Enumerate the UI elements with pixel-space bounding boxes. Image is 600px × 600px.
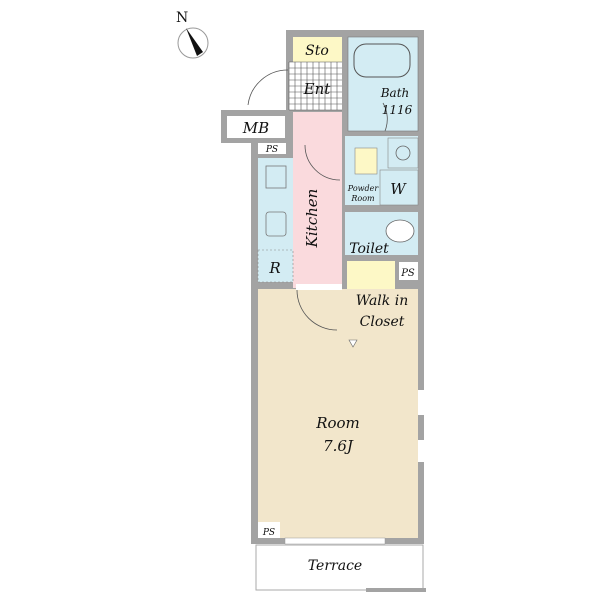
terrace-area xyxy=(255,544,424,591)
window xyxy=(418,440,424,462)
bathtub-icon xyxy=(353,43,411,78)
washer-space xyxy=(379,169,419,206)
north-label: N xyxy=(176,10,188,26)
entrance xyxy=(288,61,342,111)
powder-cabinet xyxy=(354,147,378,175)
terrace-label: Terrace xyxy=(308,558,362,574)
stove-icon xyxy=(265,211,287,237)
washbasin-icon xyxy=(395,145,411,161)
kitchen-label: Kitchen xyxy=(303,189,321,249)
pipe-space-label: PS xyxy=(265,145,278,155)
north-arrow-icon xyxy=(186,28,203,56)
bath xyxy=(347,36,419,132)
room-size: 7.6J xyxy=(323,437,354,455)
entrance-label: Ent xyxy=(303,80,332,98)
pipe-space xyxy=(258,522,280,538)
bath-label: Bath xyxy=(380,86,410,100)
doorway xyxy=(296,284,342,290)
room xyxy=(258,289,418,538)
storage xyxy=(293,37,342,62)
pipe-space-label: PS xyxy=(400,268,415,279)
sink-icon xyxy=(265,165,287,189)
terrace-rail xyxy=(366,588,426,592)
washer-label: W xyxy=(390,180,407,198)
terrace-window[interactable] xyxy=(284,537,386,545)
washbasin xyxy=(387,137,419,169)
pipe-space xyxy=(258,143,286,154)
kitchen-counter xyxy=(258,158,293,250)
window xyxy=(418,390,424,415)
pipe-space xyxy=(399,262,418,280)
pipe-space-label: PS xyxy=(262,528,275,538)
powder-room-label-2: Room xyxy=(350,194,375,203)
powder-room-label: Powder xyxy=(347,184,380,193)
storage-label: Sto xyxy=(305,43,329,59)
meter-box-label: MB xyxy=(242,119,269,137)
refrigerator-space xyxy=(257,249,294,283)
toilet-icon xyxy=(385,219,415,243)
closet-label: Walk in xyxy=(356,293,408,309)
meter-box xyxy=(227,116,285,138)
compass: N xyxy=(176,10,209,59)
door-swings xyxy=(247,69,388,331)
closet-door-icon xyxy=(348,339,358,348)
compass-circle xyxy=(177,27,209,59)
closet-label-2: Closet xyxy=(360,314,405,330)
bath-size: 1116 xyxy=(382,103,413,117)
toilet-label: Toilet xyxy=(349,241,389,257)
kitchen xyxy=(293,112,342,288)
refrigerator-label: R xyxy=(268,259,280,277)
room-label: Room xyxy=(315,414,360,432)
